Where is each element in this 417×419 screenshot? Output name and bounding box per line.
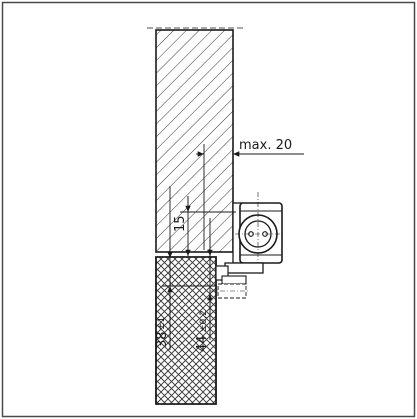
dimension-max-offset: max. 20 xyxy=(196,138,304,250)
dimension-height-15: 15 xyxy=(173,196,236,256)
dimension-height-44: 44 ±0,2 xyxy=(195,218,213,352)
door-frame xyxy=(155,256,217,405)
dimension-height-38: 38 ±1 xyxy=(155,186,216,350)
door-leaf xyxy=(147,27,244,253)
dimension-max-offset-label: max. 20 xyxy=(239,138,292,153)
door-closer xyxy=(210,192,283,299)
dimension-height-38-value: 38 xyxy=(155,331,170,348)
dimension-height-15-label: 15 xyxy=(173,215,188,232)
dimension-height-44-value: 44 xyxy=(195,335,210,352)
dimension-height-38-tolerance: ±1 xyxy=(157,317,167,330)
dimension-height-44-tolerance: ±0,2 xyxy=(199,310,209,332)
